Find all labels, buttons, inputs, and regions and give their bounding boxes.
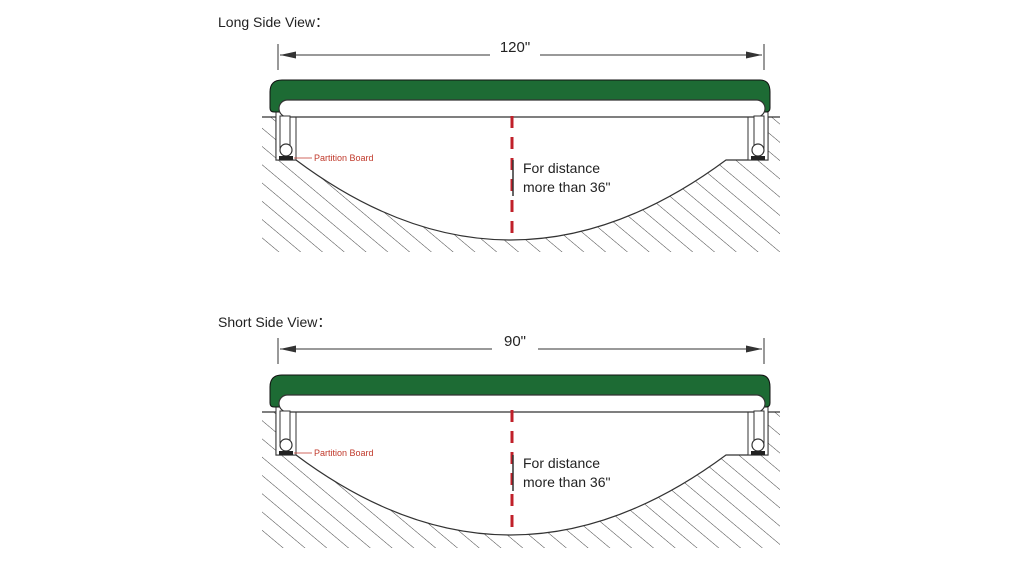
long-side-view: Long Side View： 120" Part: [218, 14, 780, 252]
rail-bar: [278, 99, 766, 118]
partition-board-left: [279, 451, 293, 455]
roller-left: [279, 143, 293, 157]
partition-board-right: [751, 156, 765, 160]
ground-hatch: [262, 117, 780, 252]
partition-board-label: Partition Board: [314, 153, 374, 163]
roller-right: [751, 143, 765, 157]
view-title: Long Side View：: [218, 14, 329, 30]
note-line2: more than 36": [523, 179, 610, 195]
dimension-label: 120": [500, 39, 530, 56]
dimension-label: 90": [504, 333, 526, 350]
roller-right: [751, 438, 765, 452]
roller-left: [279, 438, 293, 452]
note-line2: more than 36": [523, 474, 610, 490]
partition-board-label: Partition Board: [314, 448, 374, 458]
dimension-line: 120": [277, 39, 765, 70]
arrow-left-icon: [280, 345, 296, 353]
arrow-right-icon: [746, 345, 762, 353]
partition-board-right: [751, 451, 765, 455]
ground-hatch: [262, 412, 780, 548]
rail-bar: [278, 394, 766, 413]
dimension-line: 90": [277, 333, 765, 364]
arrow-right-icon: [746, 51, 762, 59]
view-title: Short Side View：: [218, 314, 331, 330]
short-side-view: Short Side View： 90" Partition Board For…: [218, 314, 780, 548]
note-line1: For distance: [523, 160, 600, 176]
note-line1: For distance: [523, 455, 600, 471]
arrow-left-icon: [280, 51, 296, 59]
partition-board-left: [279, 156, 293, 160]
